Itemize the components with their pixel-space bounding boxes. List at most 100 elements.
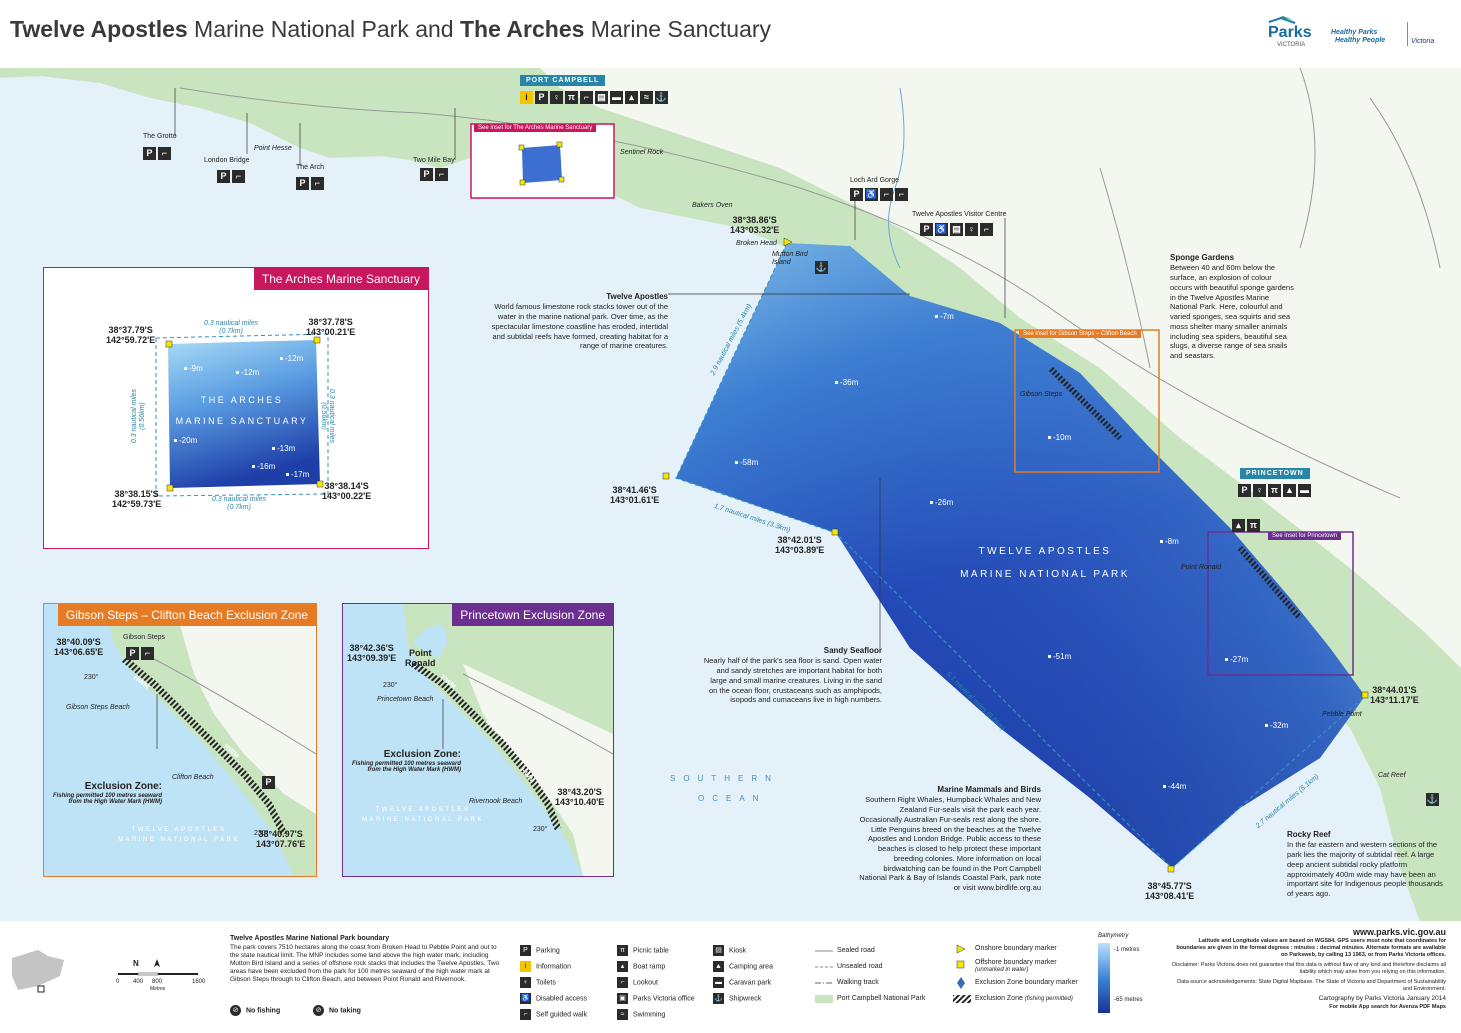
logo-mark-icon <box>1268 16 1296 24</box>
princetown-exclusion-note: Exclusion Zone:Fishing permitted 100 met… <box>351 749 461 774</box>
legend-boat-ramp: ▴Boat ramp <box>617 961 665 972</box>
arch-facilities: P⌐ <box>296 175 326 193</box>
legend-unsealed-road: Unsealed road <box>837 963 883 970</box>
depth-label: -9m <box>184 364 203 373</box>
no-fishing-icon: ⊘ <box>230 1005 241 1016</box>
legend-caravan: ▬Caravan park <box>713 977 772 988</box>
port-campbell-tag: PORT CAMPBELL <box>520 75 606 86</box>
gibson-inset[interactable]: Gibson Steps – Clifton Beach Exclusion Z… <box>43 603 317 877</box>
place-point-ronald: Point Ronald <box>1181 564 1222 571</box>
place-visitor-centre: Twelve Apostles Visitor Centre <box>912 211 1007 218</box>
parking-icon: P <box>126 647 139 661</box>
ocean-label-2: OCEAN <box>698 794 767 803</box>
see-inset-gibson-label[interactable]: See inset for Gibson Steps – Clifton Bea… <box>1019 330 1141 338</box>
gibson-exclusion-note: Exclusion Zone:Fishing permitted 100 met… <box>52 781 162 806</box>
boat-ramp-icon: ▴ <box>625 91 638 105</box>
parking-icon: P <box>296 177 309 191</box>
no-taking-legend: ⊘No taking <box>313 1005 361 1016</box>
rivernook-label: Rivernook Beach <box>469 798 523 805</box>
walk-icon: ⌐ <box>520 1009 531 1020</box>
parking-icon: P <box>535 91 548 105</box>
road-symbols <box>815 950 833 1003</box>
info-icon: i <box>520 961 531 972</box>
princetown-beach-label: Princetown Beach <box>377 696 434 703</box>
legend-sealed-road: Sealed road <box>837 947 875 954</box>
see-inset-princetown-label[interactable]: See inset for Princetown <box>1268 532 1342 540</box>
parking-icon: P <box>1238 484 1251 498</box>
caravan-icon: ▬ <box>1298 484 1311 498</box>
arches-dist-right: 0.3 nautical miles(0.56km) <box>320 389 336 444</box>
caravan-icon: ▬ <box>610 91 623 105</box>
legend: N 0 400 800 1600 Metres Twelve Apostles … <box>0 921 1461 1033</box>
lookout-icon: ⌐ <box>311 177 324 191</box>
legend-footer: www.parks.vic.gov.au Latitude and Longit… <box>1170 927 1446 1010</box>
lookout-icon: ⌐ <box>232 170 245 184</box>
depth-label: -32m <box>1265 721 1288 730</box>
parks-victoria-logo[interactable]: Parks VICTORIA Healthy Parks Healthy Peo… <box>1231 14 1435 54</box>
princetown-facilities-2: ▴π <box>1232 517 1262 535</box>
depth-label: -26m <box>930 498 953 507</box>
see-inset-arches-label[interactable]: See inset for The Arches Marine Sanctuar… <box>474 124 597 132</box>
scale-unit: Metres <box>150 986 166 992</box>
no-fishing-legend: ⊘No fishing <box>230 1005 280 1016</box>
picnic-icon: π <box>617 945 628 956</box>
legend-swimming: ≈Swimming <box>617 1009 665 1020</box>
parking-icon: P <box>262 776 275 790</box>
place-loch-ard: Loch Ard Gorge <box>850 177 900 184</box>
picnic-icon: π <box>1268 484 1281 498</box>
gibson-inset-title: Gibson Steps – Clifton Beach Exclusion Z… <box>57 604 316 626</box>
picnic-icon: π <box>565 91 578 105</box>
point-ronald-label: Point Ronald <box>405 648 436 669</box>
depth-label: -58m <box>735 458 758 467</box>
depth-label: -12m <box>236 368 259 377</box>
toilets-icon: ♀ <box>520 977 531 988</box>
toilets-icon: ♀ <box>1253 484 1266 498</box>
arches-dist-left: 0.3 nautical miles(0.56km) <box>131 389 147 444</box>
gibson-inset-graphics <box>104 604 316 876</box>
inland-white <box>540 68 1461 668</box>
marker-symbols <box>953 944 971 1003</box>
arches-inset-title: The Arches Marine Sanctuary <box>253 268 428 290</box>
disabled-icon: ♿ <box>520 993 531 1004</box>
parking-icon: P <box>420 168 433 182</box>
walk-icon: ⌐ <box>880 188 893 202</box>
main-map[interactable]: The Grotto P⌐ London Bridge P⌐ Point Hes… <box>0 68 1461 921</box>
legend-exclusion-zone: Exclusion Zone (fishing permitted) <box>975 995 1073 1002</box>
toilets-icon: ♀ <box>965 223 978 237</box>
map-graphics <box>0 68 1461 921</box>
boundary-description: Twelve Apostles Marine National Park bou… <box>230 935 500 984</box>
place-pebble-point: Pebble Point <box>1322 711 1362 718</box>
place-grotto: The Grotto <box>143 133 177 140</box>
walk-icon: ⌐ <box>980 223 993 237</box>
grotto-facilities: P⌐ <box>143 145 173 163</box>
clifton-beach-label: Clifton Beach <box>172 774 214 781</box>
website-link[interactable]: www.parks.vic.gov.au <box>1352 927 1446 937</box>
victoria-gov-logo: Victoria <box>1411 38 1435 45</box>
kiosk-icon: ▤ <box>713 945 724 956</box>
kiosk-icon: ▤ <box>595 91 608 105</box>
arches-dist-bottom: 0.3 nautical miles(0.7km) <box>212 496 267 512</box>
boat-ramp-icon: ▴ <box>617 961 628 972</box>
place-the-arch: The Arch <box>296 164 325 171</box>
legend-walking-track: Walking track <box>837 979 879 986</box>
bathymetry-title: Bathymetry <box>1098 933 1129 939</box>
depth-label: -36m <box>835 378 858 387</box>
bathymetry-bottom: -65 metres <box>1114 997 1143 1003</box>
